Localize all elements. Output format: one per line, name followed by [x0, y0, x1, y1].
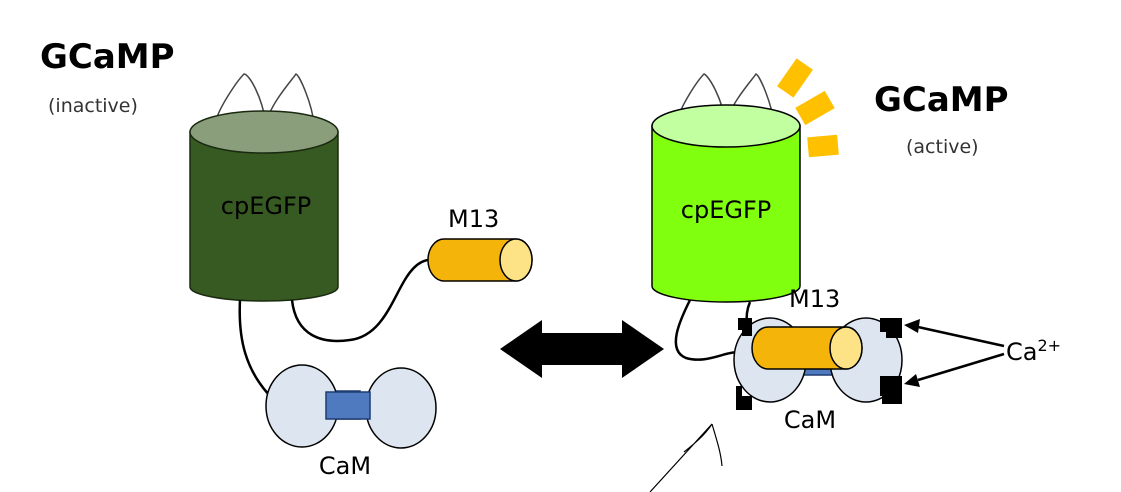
calcium-arrow-top	[917, 325, 1005, 348]
active-cpegfp-barrel	[651, 104, 801, 303]
inactive-barrel-label: cpEGFP	[221, 192, 311, 220]
inactive-m13-linker	[290, 258, 439, 343]
hand-drawn-pointer-arrow	[649, 423, 723, 492]
inactive-cam-label: CaM	[319, 452, 371, 480]
active-cam-linker	[674, 299, 739, 361]
calcium-binding-sites	[736, 318, 902, 410]
active-barrel-label: cpEGFP	[681, 196, 771, 224]
active-m13-label: M13	[789, 285, 840, 313]
inactive-barrel-handle	[214, 73, 315, 125]
active-title: GCaMP	[874, 80, 1009, 120]
active-gcamp: GCaMP (active) cpEGFP	[649, 58, 1061, 492]
inactive-m13-label: M13	[448, 205, 499, 233]
inactive-title: GCaMP	[40, 37, 175, 77]
active-m13-cylinder	[751, 326, 863, 370]
calcium-arrows	[904, 319, 1005, 387]
inactive-cam	[265, 364, 437, 449]
equilibrium-double-arrow	[500, 320, 664, 378]
active-cam-label: CaM	[784, 406, 836, 434]
fluorescence-glow-icon	[777, 58, 839, 158]
calcium-ion-label: Ca2+	[1006, 336, 1061, 366]
calcium-site-left-bottom	[736, 386, 752, 410]
inactive-state-label: (inactive)	[48, 95, 138, 117]
calcium-site-left-top	[738, 318, 752, 336]
inactive-cpegfp-barrel	[189, 110, 339, 302]
calcium-site-right-bottom	[880, 376, 902, 404]
calcium-arrow-bottom	[917, 352, 1005, 382]
calcium-site-right-top	[880, 318, 902, 338]
inactive-m13-cylinder	[427, 238, 533, 282]
inactive-cam-linker	[238, 299, 271, 397]
inactive-gcamp: GCaMP (inactive) cpEGFP M13 CaM	[40, 37, 533, 480]
active-state-label: (active)	[906, 136, 979, 158]
